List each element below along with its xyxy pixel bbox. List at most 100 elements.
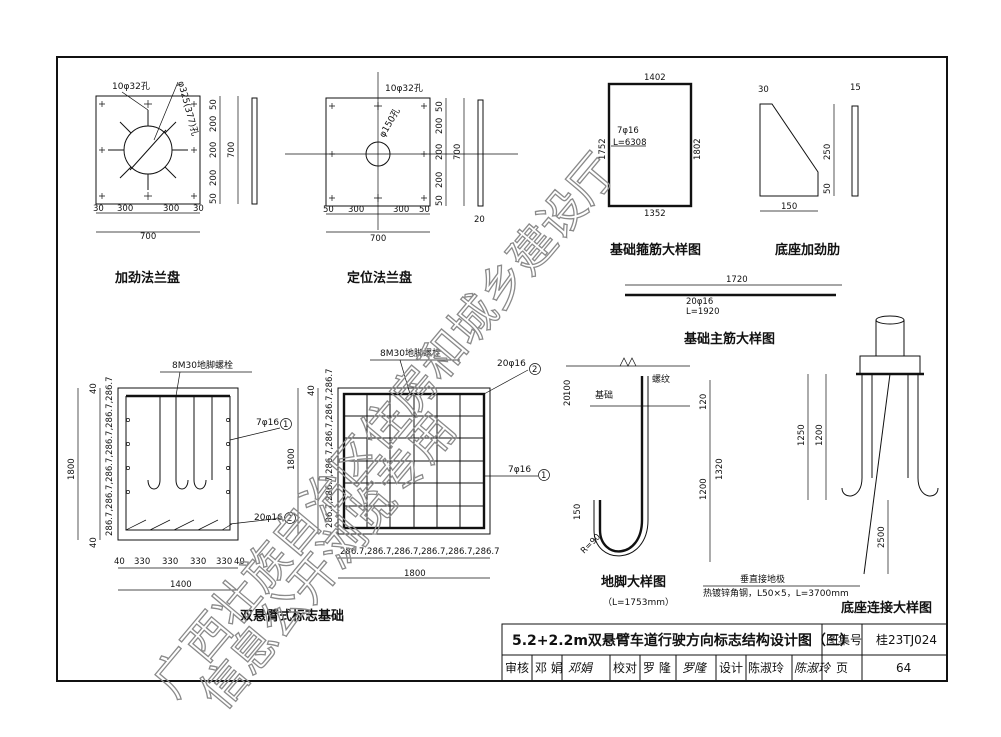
dim-text: 40 (307, 385, 317, 396)
foundation-anchor-label: 8M30地脚螺栓 (172, 359, 233, 371)
main-bar-title: 基础主筋大样图 (683, 331, 775, 347)
anchor-bolt-detail-view: 螺纹 基础 20 100 120 1320 1200 150 R=90 地脚大样… (563, 357, 725, 608)
dim-text: 1752 (598, 138, 608, 160)
dim-text: 1800 (67, 458, 77, 480)
page-label: 页 (836, 661, 848, 675)
dim-text: 40 (234, 557, 245, 567)
foundation-bar2-label: 20φ16 (254, 513, 283, 523)
dim-text: 2500 (877, 526, 887, 548)
dim-text: 200 (209, 170, 219, 186)
dim-text: 40 (89, 383, 99, 394)
pos-flange-circle-note: φ150孔 (377, 106, 403, 139)
dim-text: 1402 (644, 73, 666, 83)
dim-text: 250 (823, 144, 833, 160)
dim-text: 50 (435, 101, 445, 112)
stiff-flange-hole-note: 10φ32孔 (112, 81, 150, 92)
dim-text: 200 (435, 172, 445, 188)
foundation-plan-view: 8M30地脚螺栓 20φ16 2 7φ16 1 1800 40 286.7,28… (287, 347, 550, 579)
watermark-line1: 广西壮族自治区住房和城乡建设厅 (142, 144, 627, 707)
foundation-bar1-no: 1 (283, 420, 288, 430)
foundation-bar1-label: 7φ16 (256, 418, 279, 428)
atlas-no-label: 图集号 (826, 632, 862, 647)
dim-text: 286.7,286.7,286.7,286.7,286.7,286.7 (325, 368, 335, 528)
foundation-title: 双悬臂式标志基础 (240, 608, 344, 624)
stiff-flange-view: 10φ32孔 φ325(377)孔 30 300 300 30 700 50 2… (93, 80, 258, 286)
dim-text: 1200 (699, 478, 709, 500)
anchor-base-label: 基础 (595, 389, 613, 401)
dim-text: 120 (699, 394, 709, 410)
design-name: 陈淑玲 (748, 660, 784, 675)
dim-text: 286.7,286.7,286.7,286.7,286.7,286.7 (340, 547, 500, 557)
dim-text: 1800 (404, 569, 426, 579)
pos-flange-title: 定位法兰盘 (346, 270, 412, 286)
dim-text: 300 (393, 205, 409, 215)
check-signature: 罗隆 (682, 661, 708, 675)
design-label: 设计 (719, 661, 743, 675)
dim-text: 1200 (815, 424, 825, 446)
review-name: 邓 娟 (535, 661, 563, 675)
dim-text: 20 (563, 395, 573, 406)
dim-text: R=90 (579, 532, 603, 556)
stiff-flange-title: 加劲法兰盘 (114, 270, 180, 286)
dim-text: 300 (163, 204, 179, 214)
foundation-elevation-view: 8M30地脚螺栓 7φ16 1 20φ16 2 1800 40 40 286.7… (67, 359, 344, 624)
dim-text: 40 (89, 537, 99, 548)
stirrup-bar: 7φ16 (617, 126, 639, 136)
dim-text: 50 (823, 183, 833, 194)
plan-bar2-label: 20φ16 (497, 359, 526, 369)
design-signature: 陈淑玲 (794, 661, 832, 675)
dim-text: 50 (435, 195, 445, 206)
main-bar-length: L=1920 (686, 307, 720, 317)
stirrup-detail-view: 1402 1352 1752 1802 7φ16 L=6308 基础箍筋大样图 (598, 73, 703, 258)
dim-text: 30 (758, 85, 769, 95)
dim-text: 330 (134, 557, 150, 567)
plan-bar1-label: 7φ16 (508, 465, 531, 475)
dim-text: 1802 (693, 138, 703, 160)
dim-text: 30 (193, 204, 204, 214)
dim-text: 330 (216, 557, 232, 567)
dim-text: 1250 (797, 424, 807, 446)
main-bar-detail-view: 1720 20φ16 L=1920 基础主筋大样图 (625, 275, 842, 347)
dim-text: 50 (209, 193, 219, 204)
dim-text: 200 (209, 116, 219, 132)
dim-text: 700 (370, 234, 386, 244)
page-number: 64 (896, 661, 911, 675)
dim-text: 700 (227, 142, 237, 158)
ground-note: 垂直接地极 (740, 573, 785, 585)
positioning-flange-view: 10φ32孔 φ150孔 50 300 300 50 700 50 200 20… (285, 72, 518, 286)
dim-text: 1352 (644, 209, 666, 219)
dim-text: 150 (781, 202, 797, 212)
dim-text: 20 (474, 215, 485, 225)
dim-text: 330 (190, 557, 206, 567)
ground-spec: 热镀锌角钢，L50×5，L=3700mm (703, 587, 849, 599)
stiff-flange-circle-note: φ325(377)孔 (175, 80, 200, 137)
base-conn-title: 底座连接大样图 (841, 600, 932, 616)
anchor-subtitle: （L=1753mm） (603, 597, 674, 608)
dim-text: 50 (419, 205, 430, 215)
atlas-no-value: 桂23TJ024 (876, 632, 937, 647)
dim-text: 30 (93, 204, 104, 214)
dim-text: 1320 (715, 458, 725, 480)
dim-text: 15 (850, 83, 861, 93)
plan-bar1-no: 1 (541, 471, 546, 481)
review-label: 审核 (505, 660, 529, 675)
foundation-bar2-no: 2 (287, 514, 292, 524)
base-rib-view: 30 250 50 150 15 底座加劲肋 (758, 83, 861, 258)
dim-text: 50 (323, 205, 334, 215)
dim-text: 40 (114, 557, 125, 567)
anchor-title: 地脚大样图 (601, 574, 666, 590)
dim-text: 200 (435, 144, 445, 160)
dim-text: 200 (435, 118, 445, 134)
dim-text: 1800 (287, 448, 297, 470)
title-block: 5.2+2.2m双悬臂车道行驶方向标志结构设计图（三） 图集号 桂23TJ024… (501, 623, 948, 682)
dim-text: 330 (162, 557, 178, 567)
main-bar-bar: 20φ16 (686, 297, 713, 307)
dim-text: 1400 (170, 580, 192, 590)
dim-text: 700 (140, 232, 156, 242)
plan-anchor-label: 8M30地脚螺栓 (380, 347, 441, 359)
dim-text: 200 (209, 142, 219, 158)
dim-text: 150 (573, 504, 583, 520)
review-signature: 邓娟 (568, 661, 594, 675)
anchor-thread-label: 螺纹 (652, 373, 670, 385)
